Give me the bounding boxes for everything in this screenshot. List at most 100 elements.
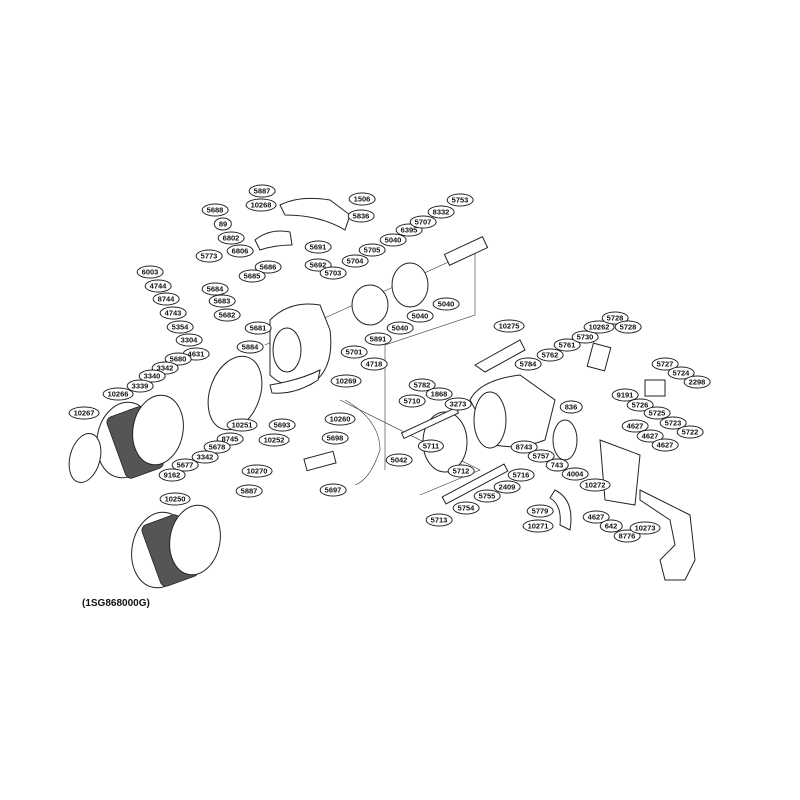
part-label-10251[interactable]: 10251 [226, 418, 258, 432]
part-label-5773[interactable]: 5773 [195, 249, 223, 263]
part-label-5704[interactable]: 5704 [341, 254, 369, 268]
part-label-10272[interactable]: 10272 [579, 478, 611, 492]
part-label-5693[interactable]: 5693 [268, 418, 296, 432]
part-label-5730[interactable]: 5730 [571, 330, 599, 344]
part-label-9162[interactable]: 9162 [158, 468, 186, 482]
part-label-5354[interactable]: 5354 [166, 320, 194, 334]
part-label-5683[interactable]: 5683 [208, 294, 236, 308]
part-label-5716[interactable]: 5716 [507, 468, 535, 482]
part-label-10273[interactable]: 10273 [629, 521, 661, 535]
part-label-1868[interactable]: 1868 [425, 387, 453, 401]
stopper-lever [644, 379, 666, 397]
part-label-5757[interactable]: 5757 [527, 449, 555, 463]
pinion-gear [443, 236, 489, 266]
part-label-5722[interactable]: 5722 [676, 425, 704, 439]
part-label-5884[interactable]: 5884 [236, 340, 264, 354]
part-label-5891[interactable]: 5891 [364, 332, 392, 346]
part-label-5685[interactable]: 5685 [238, 269, 266, 283]
part-label-5040[interactable]: 5040 [406, 309, 434, 323]
part-label-5755[interactable]: 5755 [473, 489, 501, 503]
part-label-5040[interactable]: 5040 [432, 297, 460, 311]
part-label-5691[interactable]: 5691 [304, 240, 332, 254]
part-label-5713[interactable]: 5713 [425, 513, 453, 527]
part-label-642[interactable]: 642 [599, 519, 623, 533]
part-label-10275[interactable]: 10275 [493, 319, 525, 333]
part-label-5703[interactable]: 5703 [319, 266, 347, 280]
part-label-5887[interactable]: 5887 [235, 484, 263, 498]
part-label-4744[interactable]: 4744 [144, 279, 172, 293]
part-label-5681[interactable]: 5681 [244, 321, 272, 335]
part-label-4004[interactable]: 4004 [561, 467, 589, 481]
part-label-5682[interactable]: 5682 [213, 308, 241, 322]
part-label-3273[interactable]: 3273 [444, 397, 472, 411]
part-label-8744[interactable]: 8744 [152, 292, 180, 306]
part-label-5040[interactable]: 5040 [386, 321, 414, 335]
part-label-6806[interactable]: 6806 [226, 244, 254, 258]
part-label-5712[interactable]: 5712 [447, 464, 475, 478]
part-label-10252[interactable]: 10252 [258, 433, 290, 447]
part-label-4627[interactable]: 4627 [621, 419, 649, 433]
part-label-5723[interactable]: 5723 [659, 416, 687, 430]
spool-front [132, 394, 184, 466]
drive-gear [552, 419, 578, 461]
part-label-5705[interactable]: 5705 [358, 243, 386, 257]
part-label-6802[interactable]: 6802 [217, 231, 245, 245]
part-label-10271[interactable]: 10271 [522, 519, 554, 533]
part-label-10262[interactable]: 10262 [583, 320, 615, 334]
part-label-5784[interactable]: 5784 [514, 357, 542, 371]
part-label-8743[interactable]: 8743 [510, 440, 538, 454]
part-label-2298[interactable]: 2298 [683, 375, 711, 389]
part-label-5836[interactable]: 5836 [347, 209, 375, 223]
reel-foot [474, 339, 526, 373]
part-label-5725[interactable]: 5725 [643, 406, 671, 420]
part-label-5707[interactable]: 5707 [409, 215, 437, 229]
part-label-5684[interactable]: 5684 [201, 282, 229, 296]
part-label-10268[interactable]: 10268 [245, 198, 277, 212]
part-label-4743[interactable]: 4743 [159, 306, 187, 320]
part-label-10250[interactable]: 10250 [159, 492, 191, 506]
part-label-5710[interactable]: 5710 [398, 394, 426, 408]
handle-part [639, 489, 696, 581]
part-label-5042[interactable]: 5042 [385, 453, 413, 467]
part-label-4718[interactable]: 4718 [360, 357, 388, 371]
spring-wire [344, 399, 381, 486]
part-label-10260[interactable]: 10260 [324, 412, 356, 426]
part-label-5040[interactable]: 5040 [379, 233, 407, 247]
part-label-5762[interactable]: 5762 [536, 348, 564, 362]
part-label-1506[interactable]: 1506 [348, 192, 376, 206]
part-label-6003[interactable]: 6003 [136, 265, 164, 279]
part-label-5779[interactable]: 5779 [526, 504, 554, 518]
part-label-5711[interactable]: 5711 [417, 439, 445, 453]
part-label-5698[interactable]: 5698 [321, 431, 349, 445]
knob-plate [303, 450, 337, 472]
bearing-retainer [391, 262, 429, 308]
part-label-5754[interactable]: 5754 [452, 501, 480, 515]
part-label-2409[interactable]: 2409 [493, 480, 521, 494]
side-cover [599, 439, 641, 506]
part-label-89[interactable]: 89 [213, 217, 233, 231]
part-label-3342[interactable]: 3342 [191, 450, 219, 464]
part-label-8332[interactable]: 8332 [427, 205, 455, 219]
part-label-3304[interactable]: 3304 [175, 333, 203, 347]
part-label-5782[interactable]: 5782 [408, 378, 436, 392]
part-label-5697[interactable]: 5697 [319, 483, 347, 497]
part-label-10266[interactable]: 10266 [102, 387, 134, 401]
part-label-5688[interactable]: 5688 [201, 203, 229, 217]
part-label-9191[interactable]: 9191 [611, 388, 639, 402]
part-label-4627[interactable]: 4627 [651, 438, 679, 452]
part-label-10267[interactable]: 10267 [68, 406, 100, 420]
part-label-5887[interactable]: 5887 [248, 184, 276, 198]
part-label-5761[interactable]: 5761 [553, 338, 581, 352]
stopper-cover [586, 342, 612, 372]
part-label-5753[interactable]: 5753 [446, 193, 474, 207]
bail-arm-part [279, 197, 351, 231]
part-label-10269[interactable]: 10269 [330, 374, 362, 388]
part-label-743[interactable]: 743 [545, 458, 569, 472]
part-label-5728[interactable]: 5728 [614, 320, 642, 334]
part-label-5701[interactable]: 5701 [340, 345, 368, 359]
part-label-836[interactable]: 836 [559, 400, 583, 414]
part-label-3339[interactable]: 3339 [126, 379, 154, 393]
part-label-10270[interactable]: 10270 [241, 464, 273, 478]
